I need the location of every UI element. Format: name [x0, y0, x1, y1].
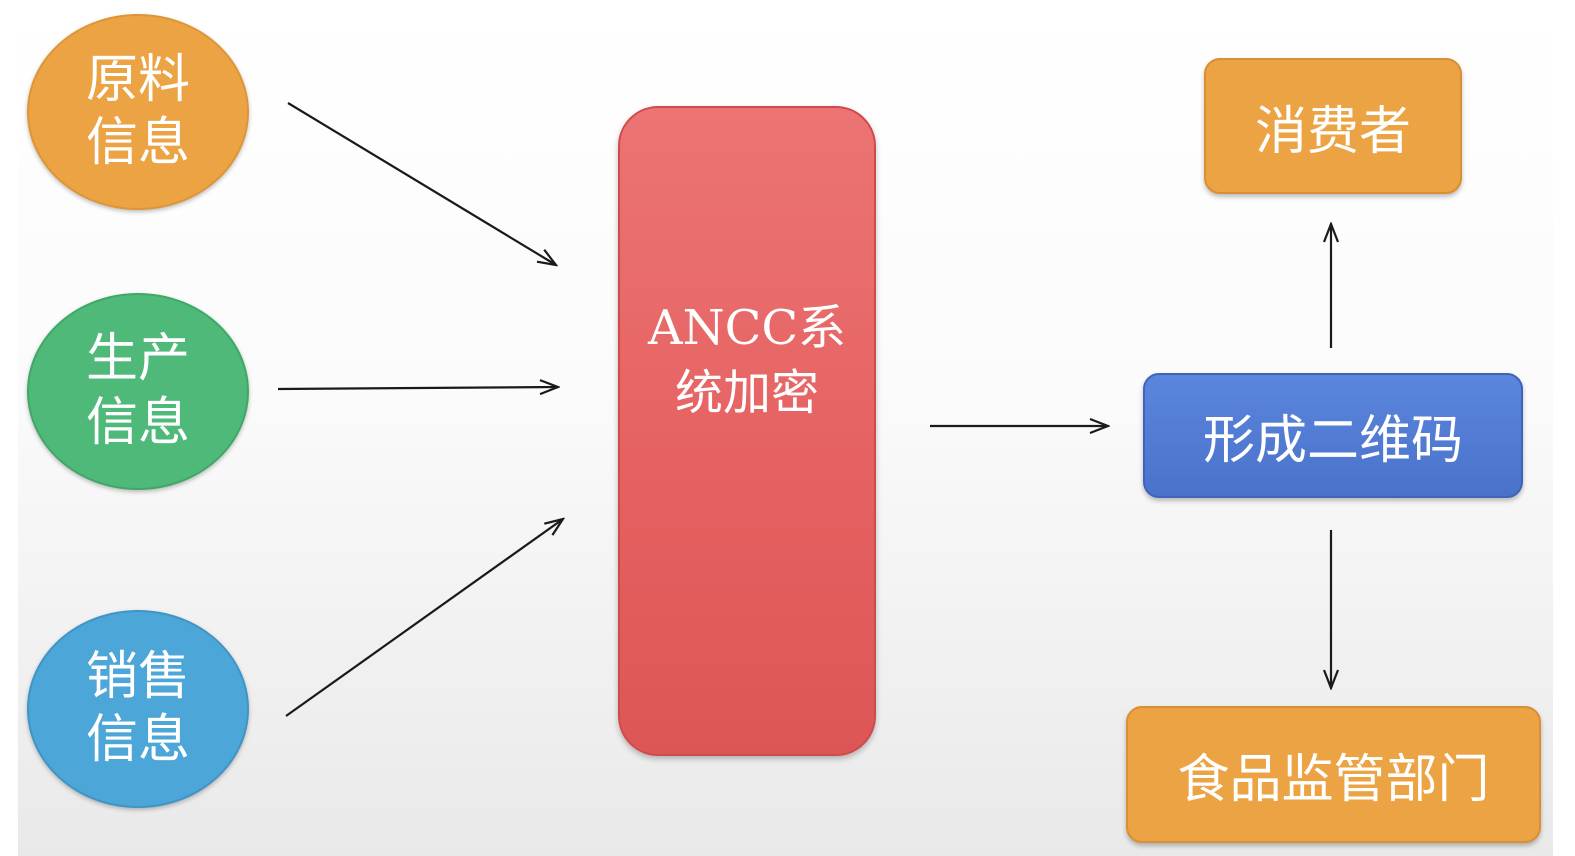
qrcode-label: 形成二维码: [1202, 411, 1463, 471]
raw-material-label-line1: 原料: [85, 49, 190, 110]
food-regulator-label: 食品监管部门: [1177, 750, 1490, 810]
production-label-line1: 生产: [85, 329, 190, 390]
raw-material-label-line2: 信息: [85, 113, 190, 173]
qrcode-node: 形成二维码: [1143, 373, 1523, 498]
ancc-encryption-node: ANCC系 统加密: [618, 106, 876, 756]
raw-material-info-node: 原料 信息: [27, 14, 249, 210]
sales-info-node: 销售 信息: [27, 610, 249, 808]
consumer-label: 消费者: [1254, 101, 1411, 162]
sales-label-line1: 销售: [85, 646, 190, 707]
production-label-line2: 信息: [85, 392, 190, 453]
ancc-label-line2: 统加密: [674, 365, 819, 421]
food-regulator-node: 食品监管部门: [1126, 706, 1541, 843]
sales-label-line2: 信息: [85, 710, 190, 770]
consumer-node: 消费者: [1204, 58, 1462, 194]
ancc-label-line1: ANCC系: [647, 300, 847, 357]
production-info-node: 生产 信息: [27, 293, 249, 490]
